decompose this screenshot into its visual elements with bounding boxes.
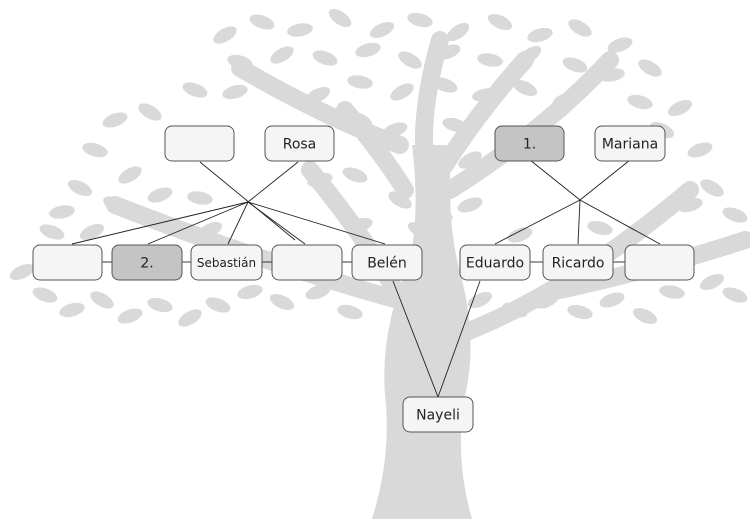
node-frame bbox=[111, 244, 183, 281]
node-frame bbox=[624, 244, 695, 281]
grandparent-box-left-blank bbox=[164, 125, 235, 162]
relative-box-left-blank bbox=[32, 244, 103, 281]
node-label: Ricardo bbox=[552, 256, 605, 272]
tree-nodes: Rosa 1. Mariana 2. Sebastián Belén Eduardo Rica… bbox=[32, 125, 695, 433]
parent-box-belen: Belén bbox=[351, 244, 423, 281]
parent-box-eduardo: Eduardo bbox=[459, 244, 531, 281]
node-frame bbox=[542, 244, 614, 281]
node-frame bbox=[264, 125, 335, 162]
relative-box-2: 2. bbox=[111, 244, 183, 281]
node-label: Rosa bbox=[283, 137, 317, 153]
node-frame bbox=[271, 244, 343, 281]
node-label: Belén bbox=[367, 256, 407, 272]
relative-box-right-blank bbox=[624, 244, 695, 281]
node-frame bbox=[351, 244, 423, 281]
node-label: Nayeli bbox=[416, 408, 460, 424]
node-label: 1. bbox=[523, 137, 536, 153]
node-frame bbox=[164, 125, 235, 162]
node-label: 2. bbox=[140, 256, 153, 272]
node-frame bbox=[459, 244, 531, 281]
node-label: Sebastián bbox=[197, 256, 256, 270]
connector-lines bbox=[71, 159, 661, 398]
relative-box-ricardo: Ricardo bbox=[542, 244, 614, 281]
grandparent-box-mariana: Mariana bbox=[594, 125, 666, 162]
node-frame bbox=[32, 244, 103, 281]
grandparent-box-rosa: Rosa bbox=[264, 125, 335, 162]
grandparent-box-1: 1. bbox=[494, 125, 565, 162]
node-frame bbox=[594, 125, 666, 162]
child-box-nayeli: Nayeli bbox=[402, 396, 474, 433]
node-frame bbox=[402, 396, 474, 433]
relative-box-middle-blank bbox=[271, 244, 343, 281]
node-label: Mariana bbox=[602, 137, 658, 153]
relative-box-sebastian: Sebastián bbox=[190, 244, 263, 281]
node-frame bbox=[494, 125, 565, 162]
node-frame bbox=[190, 244, 263, 281]
node-label: Eduardo bbox=[466, 256, 524, 272]
